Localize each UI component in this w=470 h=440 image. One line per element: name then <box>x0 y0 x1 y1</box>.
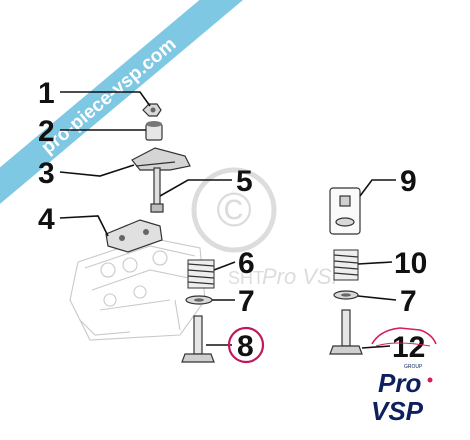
part-10-spring <box>333 249 359 281</box>
part-6-spring <box>187 259 215 289</box>
part-8-valve <box>181 315 215 363</box>
callout-6: 6 <box>238 247 255 280</box>
part-7-washer-right <box>333 290 359 300</box>
watermark-prefix: SHT <box>228 268 264 288</box>
part-4-bracket <box>105 219 163 253</box>
callout-1: 1 <box>38 77 55 110</box>
logo-line2: VSP <box>371 396 424 426</box>
callout-9: 9 <box>400 165 417 198</box>
part-7-washer-left <box>185 295 213 305</box>
logo-line1: Pro <box>378 368 421 398</box>
callout-10: 10 <box>394 247 427 280</box>
callout-4: 4 <box>38 203 55 236</box>
part-9-cotter-kit <box>329 187 361 235</box>
cylinder-head-outline <box>69 237 206 341</box>
callout-2: 2 <box>38 115 55 148</box>
callout-7-right: 7 <box>400 285 417 318</box>
leader-lines <box>59 91 397 349</box>
logo-tag: GROUP <box>404 364 423 370</box>
callout-5: 5 <box>236 165 253 198</box>
callout-7-left: 7 <box>238 285 255 318</box>
part-12-valve <box>329 309 363 355</box>
callout-8: 8 <box>237 330 254 363</box>
part-2-cap <box>145 121 163 141</box>
part-1-nut <box>142 103 162 117</box>
provsp-logo: GROUP Pro VSP <box>371 327 437 426</box>
part-5-bolt <box>150 167 164 213</box>
part-3-rocker-arm <box>131 147 191 171</box>
car-outline-icon <box>371 327 437 345</box>
highlight-circle-8 <box>227 326 265 364</box>
callouts: 1 2 3 4 5 6 7 8 9 10 7 12 <box>38 77 427 364</box>
watermark-copyright: © <box>216 184 251 237</box>
callout-3: 3 <box>38 157 55 190</box>
watermark: © SHT Pro VSP <box>191 167 347 289</box>
callout-12: 12 <box>392 331 425 364</box>
watermark-text: Pro VSP <box>262 264 347 289</box>
